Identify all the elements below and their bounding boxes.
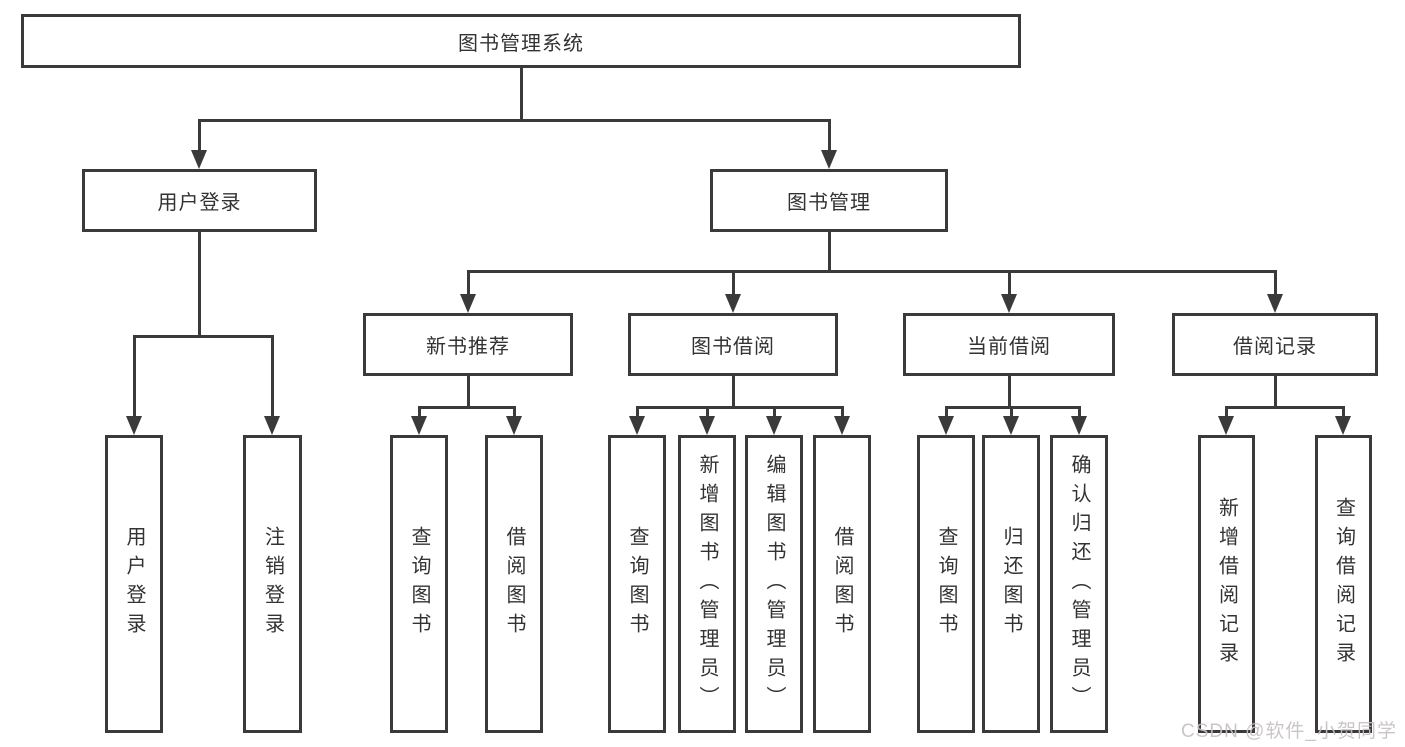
leaf-label: 归还图书 [1000, 526, 1022, 642]
arrowhead-icon [629, 416, 645, 435]
connector-line [133, 336, 136, 419]
connector-line [1274, 376, 1277, 409]
arrowhead-icon [1003, 416, 1019, 435]
connector-line [513, 407, 516, 419]
connector-line [945, 406, 1081, 409]
arrowhead-icon [264, 416, 280, 435]
leaf-label: 确认归还（管理员） [1068, 453, 1090, 715]
node-label: 图书管理系统 [458, 32, 584, 55]
connector-line [1225, 407, 1228, 419]
arrowhead-icon [1267, 294, 1283, 313]
leaf-query-books-3: 查询图书 [917, 435, 975, 733]
connector-line [1078, 407, 1081, 419]
leaf-label: 查询借阅记录 [1332, 497, 1355, 671]
connector-line [732, 376, 735, 409]
connector-line [636, 407, 639, 419]
node-book-management: 图书管理 [710, 169, 948, 232]
leaf-query-books-2: 查询图书 [608, 435, 666, 733]
node-book-borrowing: 图书借阅 [628, 313, 838, 376]
leaf-label: 注销登录 [261, 526, 284, 642]
connector-line [841, 407, 844, 419]
connector-line [198, 232, 201, 338]
leaf-query-books-1: 查询图书 [390, 435, 448, 733]
connector-line [828, 232, 831, 273]
arrowhead-icon [834, 416, 850, 435]
leaf-add-books-admin: 新增图书（管理员） [678, 435, 736, 733]
arrowhead-icon [411, 416, 427, 435]
node-label: 借阅记录 [1233, 336, 1317, 358]
arrowhead-icon [1218, 416, 1234, 435]
leaf-label: 查询图书 [408, 526, 430, 642]
leaf-label: 借阅图书 [831, 526, 853, 642]
arrowhead-icon [938, 416, 954, 435]
connector-line [773, 407, 776, 419]
watermark: CSDN @软件_小贺同学 [1181, 721, 1397, 742]
leaf-logout: 注销登录 [243, 435, 302, 733]
connector-line [467, 270, 1277, 273]
arrowhead-icon [460, 294, 476, 313]
leaf-label: 用户登录 [123, 526, 145, 642]
leaf-add-borrow-record: 新增借阅记录 [1198, 435, 1255, 733]
node-label: 用户登录 [157, 192, 242, 214]
connector-line [418, 407, 421, 419]
connector-line [636, 406, 844, 409]
connector-line [1274, 271, 1277, 297]
connector-line [1010, 407, 1013, 419]
arrowhead-icon [699, 416, 715, 435]
node-label: 当前借阅 [967, 336, 1051, 358]
arrowhead-icon [126, 416, 142, 435]
leaf-label: 查询图书 [935, 526, 957, 642]
arrowhead-icon [1071, 416, 1087, 435]
connector-line [467, 376, 470, 409]
arrowhead-icon [821, 150, 837, 169]
node-new-book-recommend: 新书推荐 [363, 313, 573, 376]
arrowhead-icon [725, 294, 741, 313]
leaf-borrow-books-1: 借阅图书 [485, 435, 543, 733]
leaf-label: 新增借阅记录 [1215, 497, 1238, 671]
leaf-borrow-books-2: 借阅图书 [813, 435, 871, 733]
connector-line [271, 336, 274, 419]
connector-line [520, 68, 523, 122]
arrowhead-icon [1001, 294, 1017, 313]
node-borrow-records: 借阅记录 [1172, 313, 1378, 376]
connector-line [1008, 376, 1011, 409]
leaf-confirm-return-admin: 确认归还（管理员） [1050, 435, 1108, 733]
leaf-edit-books-admin: 编辑图书（管理员） [745, 435, 803, 733]
node-current-borrowing: 当前借阅 [903, 313, 1115, 376]
connector-line [198, 119, 831, 122]
node-label: 图书管理 [787, 192, 871, 214]
arrowhead-icon [1335, 416, 1351, 435]
leaf-return-books: 归还图书 [982, 435, 1040, 733]
leaf-label: 借阅图书 [503, 526, 525, 642]
leaf-label: 查询图书 [626, 526, 648, 642]
connector-line [133, 335, 274, 338]
connector-line [1225, 406, 1345, 409]
arrowhead-icon [766, 416, 782, 435]
node-user-login: 用户登录 [82, 169, 317, 232]
connector-line [1008, 271, 1011, 297]
arrowhead-icon [506, 416, 522, 435]
node-label: 图书借阅 [691, 336, 775, 358]
connector-line [1342, 407, 1345, 419]
connector-line [418, 406, 516, 409]
connector-line [198, 120, 201, 153]
node-label: 新书推荐 [426, 336, 510, 358]
leaf-label: 新增图书（管理员） [696, 453, 718, 715]
connector-line [467, 271, 470, 297]
arrowhead-icon [191, 150, 207, 169]
node-library-management-system: 图书管理系统 [21, 14, 1021, 68]
connector-line [828, 120, 831, 153]
connector-line [945, 407, 948, 419]
leaf-label: 编辑图书（管理员） [763, 453, 785, 715]
leaf-user-login: 用户登录 [105, 435, 163, 733]
connector-line [706, 407, 709, 419]
leaf-query-borrow-record: 查询借阅记录 [1315, 435, 1372, 733]
connector-line [732, 271, 735, 297]
